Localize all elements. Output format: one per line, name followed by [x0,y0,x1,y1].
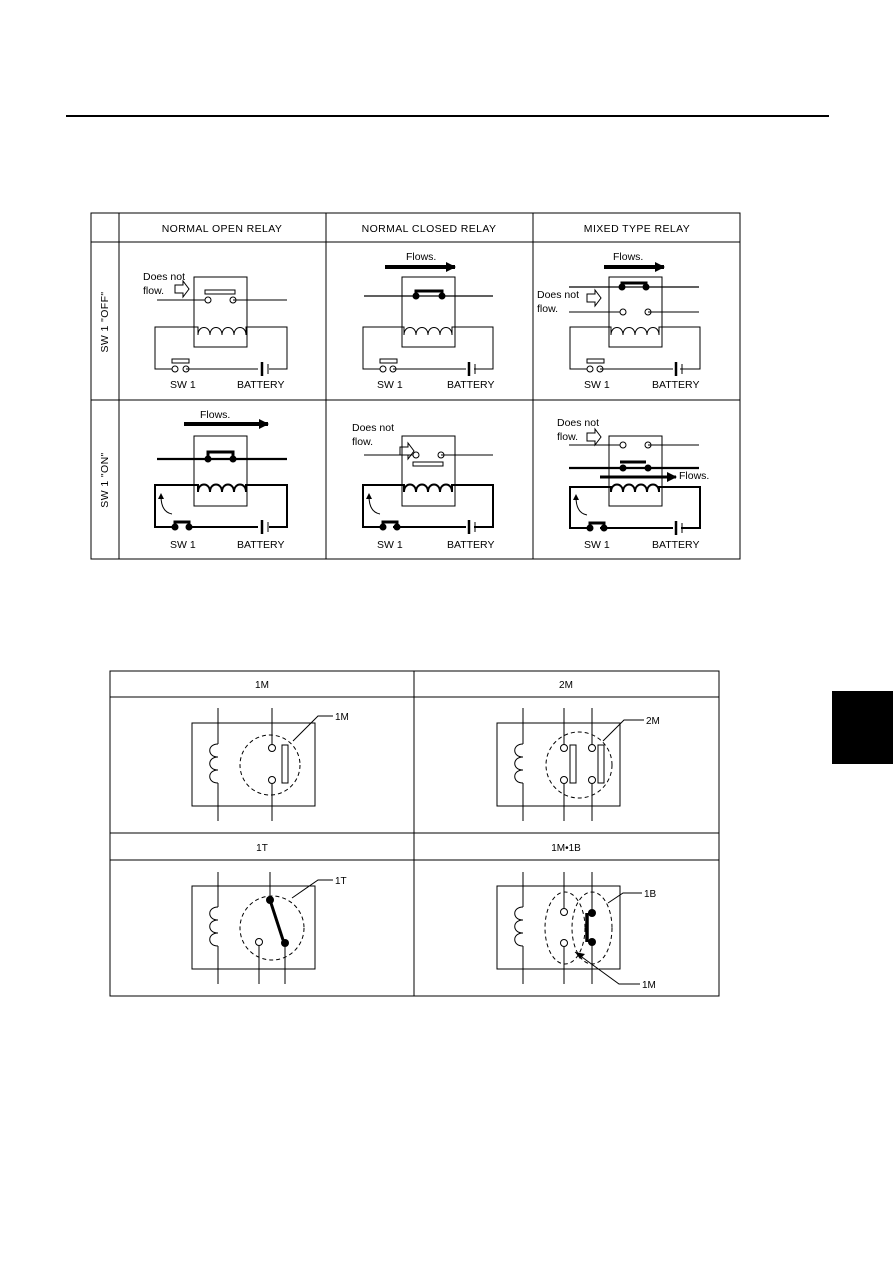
label-sw1: SW 1 [584,379,610,391]
label-battery: BATTERY [237,539,284,551]
label-does-not: Does not [352,422,394,434]
label-sw1: SW 1 [170,379,196,391]
column-header-normal-closed: NORMAL CLOSED RELAY [362,223,497,235]
row-header-sw1-off: SW 1 "OFF" [99,291,111,352]
normal-open-relay-on: Flows. SW 1 BATTERY [154,409,288,551]
label-battery: BATTERY [652,379,699,391]
label-flows: Flows. [406,251,436,263]
callout-1t: 1T [335,876,347,887]
mixed-type-relay-on: Does not flow. Flows. SW 1 BATTERY [557,417,709,551]
page-header-rule [66,115,829,117]
contact-diagram-1m [191,708,333,821]
label-does-not: Does not [557,417,599,429]
contact-diagram-1t [191,872,333,984]
normal-closed-relay-on: Does not flow. SW 1 BATTERY [352,422,494,551]
callout-1m-mixed: 1M [642,980,656,991]
contact-diagram-1m-1b [496,872,642,985]
label-flow: flow. [537,303,558,315]
label-flows: Flows. [679,470,709,482]
callout-1b: 1B [644,889,657,900]
normal-closed-relay-off: Flows. SW 1 BATTERY [362,251,494,391]
label-sw1: SW 1 [377,379,403,391]
contact-type-table [109,670,720,997]
label-sw1: SW 1 [377,539,403,551]
label-battery: BATTERY [447,379,494,391]
header-1m-1b: 1M•1B [551,843,581,854]
header-2m: 2M [559,680,573,691]
column-header-normal-open: NORMAL OPEN RELAY [162,223,283,235]
section-tab-marker [832,691,893,764]
contact-diagram-2m [496,708,644,821]
label-flow: flow. [143,285,164,297]
callout-1m: 1M [335,712,349,723]
label-flows: Flows. [613,251,643,263]
relay-operation-table [90,212,741,560]
label-flow: flow. [557,431,578,443]
label-battery: BATTERY [652,539,699,551]
row-header-sw1-on: SW 1 "ON" [99,452,111,507]
header-1t: 1T [256,843,268,854]
label-sw1: SW 1 [584,539,610,551]
label-does-not: Does not [143,271,185,283]
normal-open-relay-off: Does not flow. SW 1 BATTERY [143,271,288,391]
column-header-mixed-type: MIXED TYPE RELAY [584,223,690,235]
label-battery: BATTERY [447,539,494,551]
label-flows: Flows. [200,409,230,421]
mixed-type-relay-off: Flows. Does not flow. SW 1 BATTERY [537,251,701,391]
label-battery: BATTERY [237,379,284,391]
callout-2m: 2M [646,716,660,727]
label-does-not: Does not [537,289,579,301]
label-sw1: SW 1 [170,539,196,551]
label-flow: flow. [352,436,373,448]
header-1m: 1M [255,680,269,691]
